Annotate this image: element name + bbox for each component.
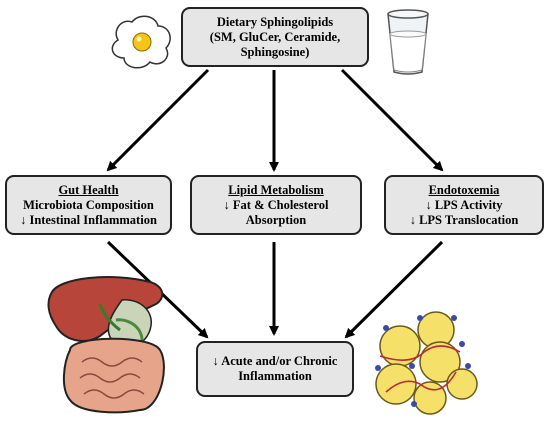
gut-line-1: Microbiota Composition bbox=[23, 197, 154, 212]
adipose-tissue-icon bbox=[375, 311, 478, 415]
lipid-line-2: Absorption bbox=[245, 212, 307, 227]
dietary-sphingolipids-box: Dietary Sphingolipids (SM, GluCer, Ceram… bbox=[181, 7, 369, 67]
lipid-metabolism-box: Lipid Metabolism ↓ Fat & Cholesterol Abs… bbox=[190, 175, 362, 235]
endotoxemia-box: Endotoxemia ↓ LPS Activity ↓ LPS Translo… bbox=[384, 175, 544, 235]
arrow-top-to-endo bbox=[340, 68, 444, 172]
bottom-line-2: Inflammation bbox=[238, 369, 312, 383]
lipid-line-1: ↓ Fat & Cholesterol bbox=[223, 197, 329, 212]
arrow-endo-to-bottom bbox=[344, 240, 444, 339]
gut-line-2: ↓ Intestinal Inflammation bbox=[20, 212, 157, 227]
endo-title: Endotoxemia bbox=[428, 182, 500, 197]
arrow-top-to-gut bbox=[106, 68, 210, 172]
top-line-3: Sphingosine) bbox=[240, 44, 310, 59]
top-line-2: (SM, GluCer, Ceramide, bbox=[209, 29, 341, 44]
endo-line-1: ↓ LPS Activity bbox=[425, 197, 503, 212]
lipid-title: Lipid Metabolism bbox=[228, 182, 324, 197]
egg-icon bbox=[111, 15, 171, 69]
digestive-organs-icon bbox=[47, 276, 165, 414]
top-line-1: Dietary Sphingolipids bbox=[216, 14, 334, 29]
inflammation-box: ↓ Acute and/or Chronic Inflammation bbox=[196, 341, 354, 397]
gut-title: Gut Health bbox=[58, 182, 119, 197]
gut-health-box: Gut Health Microbiota Composition ↓ Inte… bbox=[5, 175, 172, 235]
milk-glass-icon bbox=[387, 9, 429, 75]
bottom-line-1: ↓ Acute and/or Chronic bbox=[212, 354, 338, 368]
endo-line-2: ↓ LPS Translocation bbox=[409, 212, 519, 227]
